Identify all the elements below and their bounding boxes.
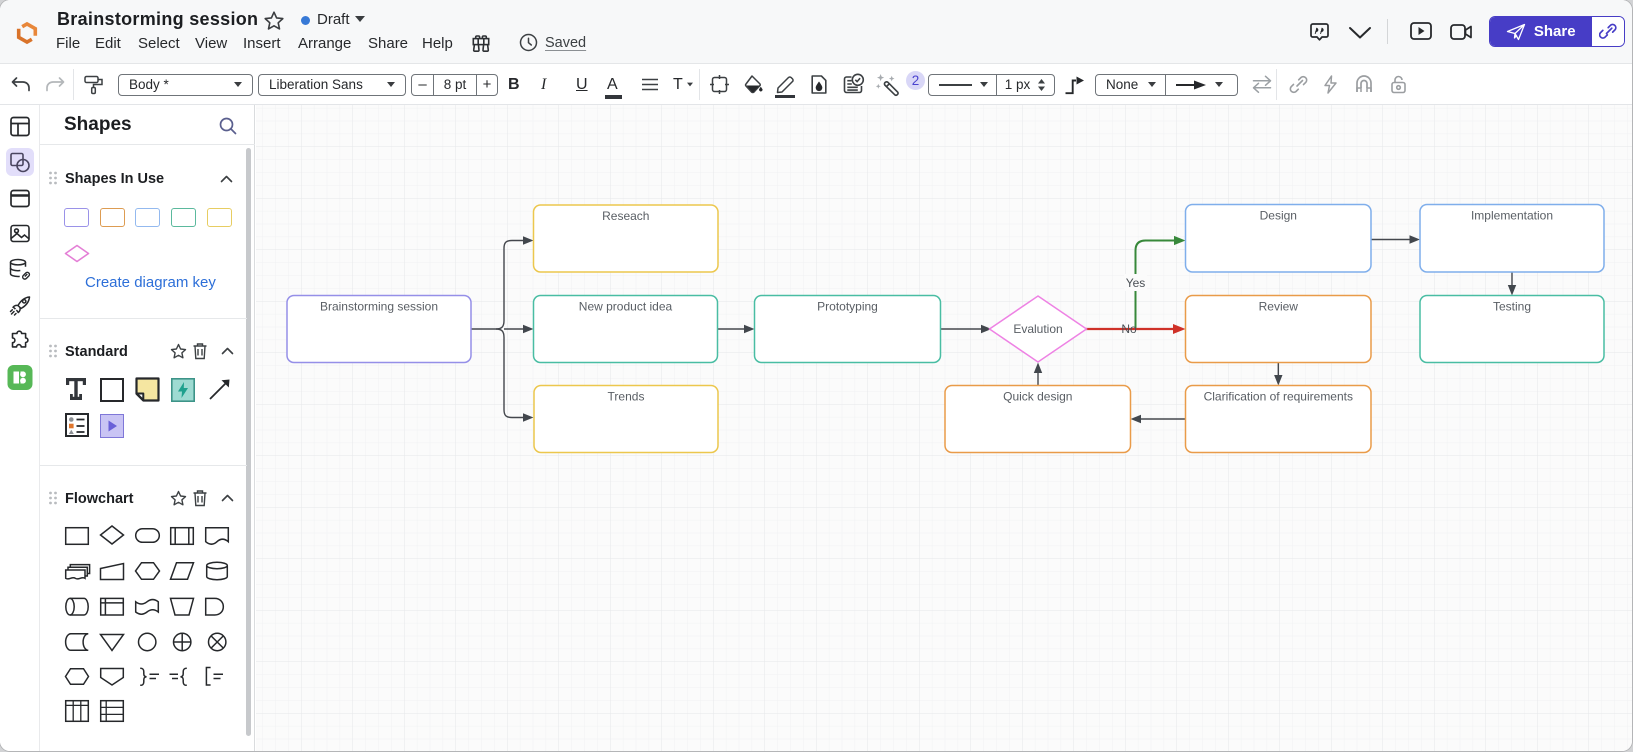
svg-text:Reseach: Reseach — [602, 209, 649, 223]
svg-text:No: No — [1121, 322, 1137, 336]
svg-text:Trends: Trends — [608, 390, 645, 404]
svg-text:Evalution: Evalution — [1013, 322, 1062, 336]
svg-text:Design: Design — [1260, 209, 1297, 223]
svg-text:Prototyping: Prototyping — [817, 300, 878, 314]
svg-text:Quick design: Quick design — [1003, 390, 1072, 404]
svg-text:Review: Review — [1259, 300, 1299, 314]
svg-text:Implementation: Implementation — [1471, 209, 1553, 223]
svg-text:New product idea: New product idea — [579, 300, 673, 314]
svg-text:Clarification of requirements: Clarification of requirements — [1204, 390, 1353, 404]
svg-text:Yes: Yes — [1126, 276, 1146, 290]
svg-text:Testing: Testing — [1493, 300, 1531, 314]
svg-text:Brainstorming session: Brainstorming session — [320, 300, 438, 314]
